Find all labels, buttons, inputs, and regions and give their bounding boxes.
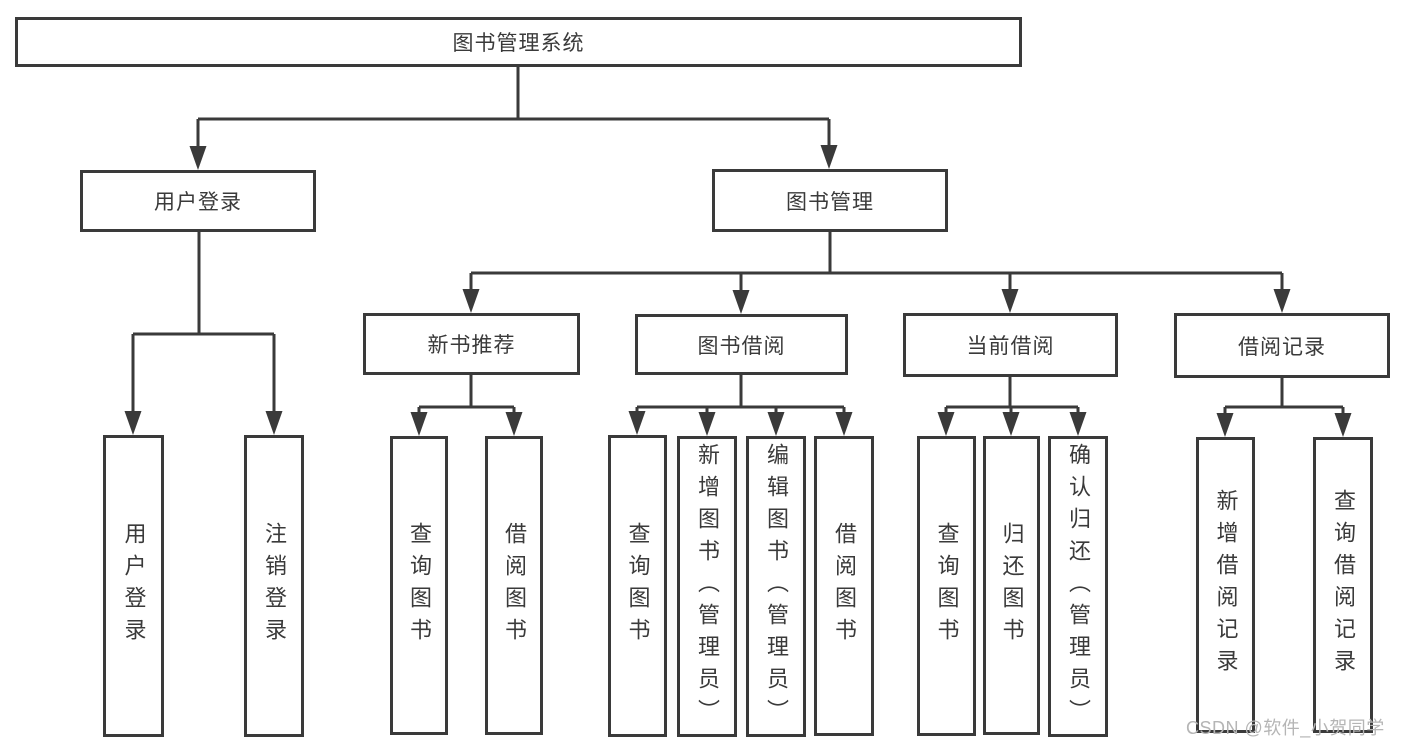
node-label: 新书推荐 <box>427 334 516 357</box>
leaf-rec-query-book: 查询图书 <box>390 436 448 735</box>
node-new-book-recommendation: 新书推荐 <box>363 313 580 375</box>
leaf-logout: 注销登录 <box>244 435 304 737</box>
leaf-label: 用户登录 <box>121 522 147 650</box>
node-label: 当前借阅 <box>966 335 1055 358</box>
node-user-login: 用户登录 <box>80 170 316 232</box>
node-library-management-system: 图书管理系统 <box>15 17 1022 67</box>
leaf-bor-borrow-book: 借阅图书 <box>814 436 874 736</box>
node-label: 图书管理系统 <box>452 32 585 55</box>
leaf-log-add-record: 新增借阅记录 <box>1196 437 1255 733</box>
node-book-borrowing: 图书借阅 <box>635 314 848 375</box>
leaf-label: 查询图书 <box>625 522 651 650</box>
leaf-bor-query-book: 查询图书 <box>608 435 667 737</box>
leaf-label: 确认归还（管理员） <box>1066 442 1091 731</box>
node-label: 借阅记录 <box>1238 335 1326 359</box>
leaf-label: 查询图书 <box>407 521 432 650</box>
leaf-label: 新增借阅记录 <box>1213 489 1239 681</box>
leaf-cur-confirm-return-admin: 确认归还（管理员） <box>1048 436 1108 737</box>
leaf-label: 注销登录 <box>262 522 287 650</box>
leaf-label: 归还图书 <box>999 521 1025 650</box>
leaf-label: 借阅图书 <box>502 521 527 650</box>
node-borrowing-records: 借阅记录 <box>1174 313 1390 378</box>
leaf-label: 借阅图书 <box>832 522 857 650</box>
leaf-label: 编辑图书（管理员） <box>764 442 789 731</box>
node-label: 图书借阅 <box>697 334 786 358</box>
leaf-label: 查询借阅记录 <box>1331 489 1356 681</box>
leaf-label: 查询图书 <box>934 522 960 650</box>
leaf-cur-return-book: 归还图书 <box>983 436 1040 735</box>
node-label: 用户登录 <box>154 191 242 214</box>
leaf-bor-add-book-admin: 新增图书（管理员） <box>677 436 737 737</box>
csdn-watermark: CSDN @软件_小贺同学 <box>1186 718 1385 738</box>
leaf-rec-borrow-book: 借阅图书 <box>485 436 543 735</box>
node-current-borrowing: 当前借阅 <box>903 313 1118 377</box>
leaf-log-query-record: 查询借阅记录 <box>1313 437 1373 733</box>
node-book-management: 图书管理 <box>712 169 948 232</box>
leaf-user-login: 用户登录 <box>103 435 164 737</box>
leaf-cur-query-book: 查询图书 <box>917 436 976 736</box>
leaf-label: 新增图书（管理员） <box>695 442 720 731</box>
leaf-bor-edit-book-admin: 编辑图书（管理员） <box>746 436 806 737</box>
node-label: 图书管理 <box>786 190 874 214</box>
